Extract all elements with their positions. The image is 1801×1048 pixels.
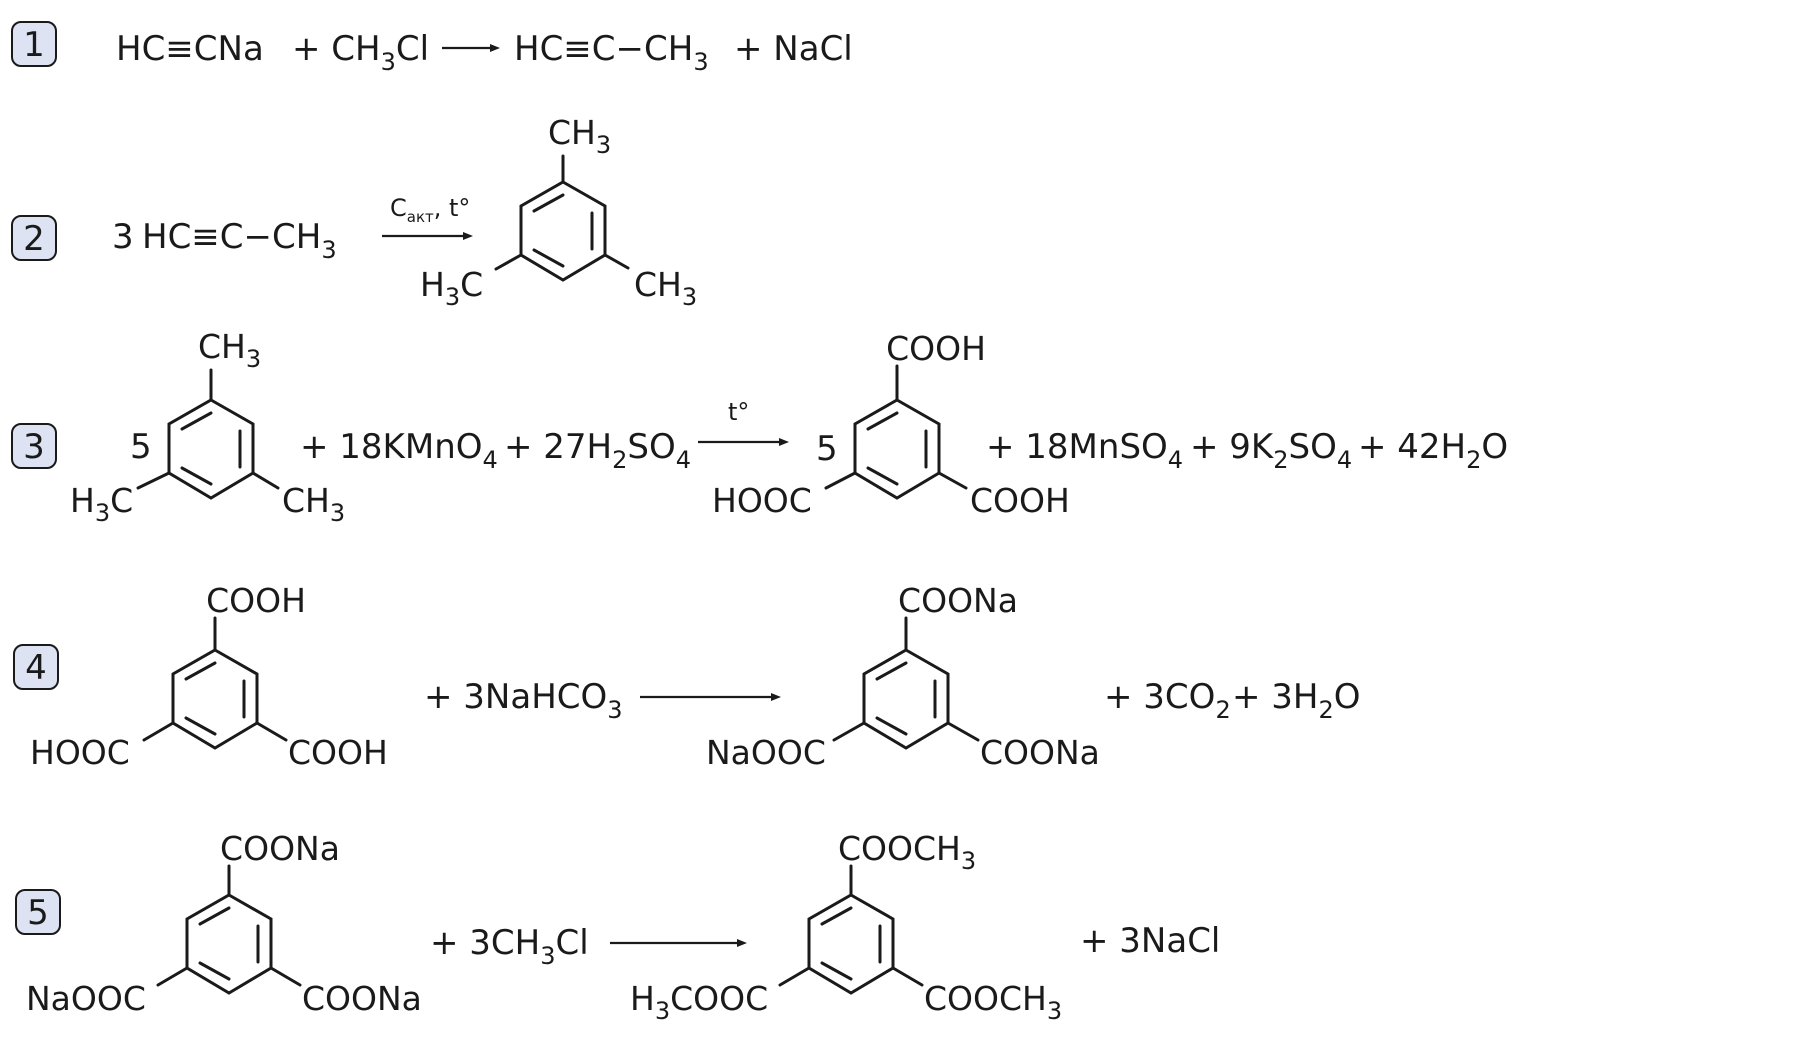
- r3-product-ring: [824, 364, 968, 500]
- r5-product-top: COOCH3: [838, 829, 976, 875]
- r2-benzene-ring: [494, 154, 630, 282]
- r4-product-top: COONa: [898, 581, 1018, 620]
- r3-substituent-top: CH3: [198, 327, 261, 373]
- r2-substituent-right: CH3: [634, 265, 697, 311]
- reaction-number-badge-2: [11, 215, 57, 261]
- r3-coefficient-right: 5: [816, 429, 838, 469]
- reaction-1: 1 HC≡CNa + CH3Cl HC≡C−CH3 + NaCl: [11, 21, 853, 76]
- r3-reagent-1: + 18KMnO4: [300, 427, 498, 474]
- r4-product-right: COONa: [980, 733, 1100, 772]
- r3-product-right: COOH: [970, 481, 1070, 520]
- r3-substituent-left: H3C: [70, 481, 133, 527]
- r2-condition: Cакт, t°: [390, 194, 470, 226]
- reaction-number-2: 2: [23, 219, 45, 259]
- reaction-number-1: 1: [23, 25, 45, 65]
- r3-coefficient-left: 5: [130, 427, 152, 467]
- r4-reagent: + 3NaHCO3: [424, 677, 623, 724]
- r3-product-left: HOOC: [712, 481, 812, 520]
- r3-product-top: COOH: [886, 329, 986, 368]
- r5-substituent-right: COONa: [302, 979, 422, 1018]
- reaction-4: 4 COOH HOOC COOH + 3NaHCO3 COONa: [13, 581, 1361, 772]
- r4-arrow: [640, 693, 781, 701]
- r5-reagent: + 3CH3Cl: [430, 923, 589, 970]
- r2-coefficient: 3: [112, 217, 134, 257]
- reaction-number-5: 5: [27, 893, 49, 933]
- r4-byproduct-2: + 3H2O: [1232, 677, 1361, 724]
- r2-substituent-top: CH3: [548, 113, 611, 159]
- r2-substituent-left: H3C: [420, 265, 483, 311]
- r5-product-left: H3COOC: [630, 979, 768, 1025]
- r2-reactant: HC≡C−CH3: [142, 217, 337, 264]
- r5-substituent-left: NaOOC: [26, 979, 146, 1018]
- r1-reactant-1: HC≡CNa: [116, 29, 264, 69]
- r5-reactant-ring: [156, 864, 302, 995]
- reaction-number-3: 3: [23, 427, 45, 467]
- reaction-2: 2 3 HC≡C−CH3 Cакт, t° CH3 H3C CH3: [11, 113, 697, 311]
- r1-byproduct: + NaCl: [734, 29, 853, 69]
- r4-byproduct-1: + 3CO2: [1104, 677, 1231, 724]
- r3-substituent-right: CH3: [282, 481, 345, 527]
- reaction-number-badge-4: [13, 644, 59, 690]
- r1-product: HC≡C−CH3: [514, 29, 709, 76]
- r5-substituent-top: COONa: [220, 829, 340, 868]
- r4-reactant-ring: [142, 616, 288, 750]
- r3-byproduct-1: + 18MnSO4: [986, 427, 1183, 474]
- reaction-number-4: 4: [25, 648, 47, 688]
- r3-condition: t°: [728, 398, 749, 426]
- r4-product-left: NaOOC: [706, 733, 826, 772]
- r2-arrow: [382, 232, 473, 240]
- r3-byproduct-3: + 42H2O: [1358, 427, 1508, 474]
- r4-product-ring: [832, 616, 980, 750]
- r5-product-right: COOCH3: [924, 979, 1062, 1025]
- reaction-number-badge-5: [15, 889, 61, 935]
- r1-arrow: [442, 44, 500, 52]
- r5-product-ring: [778, 864, 924, 995]
- reaction-3: 3 5 CH3 H3C CH3 + 18KMnO4 + 27H2SO4 t° 5: [11, 327, 1508, 527]
- reaction-5: 5 COONa NaOOC COONa + 3CH3Cl COOCH: [15, 829, 1220, 1025]
- r4-substituent-top: COOH: [206, 581, 306, 620]
- r4-substituent-left: HOOC: [30, 733, 130, 772]
- r1-reactant-2: + CH3Cl: [292, 29, 429, 76]
- r4-substituent-right: COOH: [288, 733, 388, 772]
- r3-reactant-ring: [136, 368, 280, 500]
- reaction-number-badge-3: [11, 423, 57, 469]
- r3-byproduct-2: + 9K2SO4: [1190, 427, 1352, 474]
- r5-arrow: [610, 939, 747, 947]
- r3-arrow: [698, 438, 789, 446]
- r5-byproduct: + 3NaCl: [1080, 921, 1220, 961]
- reaction-number-badge-1: [11, 21, 57, 67]
- r3-reagent-2: + 27H2SO4: [504, 427, 691, 474]
